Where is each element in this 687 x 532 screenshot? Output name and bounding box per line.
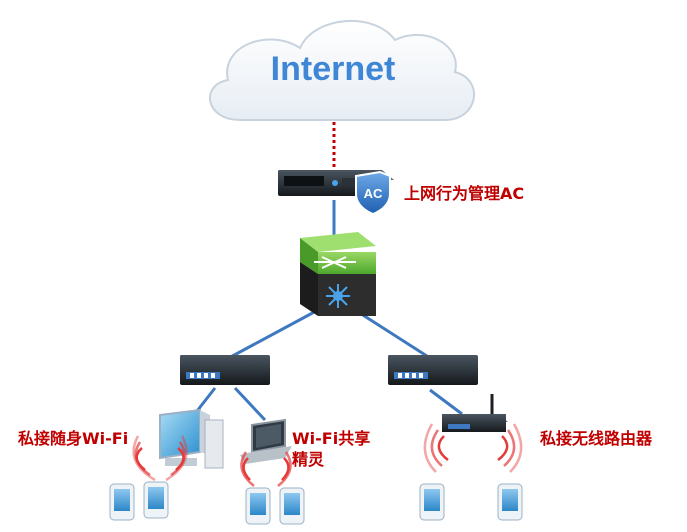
internet-label: Internet <box>271 50 396 88</box>
left-device-label: 私接随身Wi-Fi <box>18 429 129 448</box>
right-router-wireless-link <box>429 388 463 416</box>
phone-icon <box>497 483 523 521</box>
ac-appliance: AC <box>278 170 394 216</box>
wifi-signal-icon <box>423 423 523 473</box>
middle-device-label-line2: 精灵 <box>292 450 325 469</box>
middle-device-label-line1: Wi-Fi共享 <box>292 429 371 448</box>
phone-icon <box>419 483 445 521</box>
wireless-router-icon <box>442 394 508 432</box>
wifi-signal-icon <box>240 451 292 487</box>
ac-badge-text: AC <box>364 186 383 201</box>
desktop-pc-icon <box>159 408 224 469</box>
switch-left-router-link <box>224 308 319 362</box>
phone-icon <box>279 487 305 525</box>
wifi-waves <box>132 423 523 487</box>
left-router-laptop-link <box>233 386 267 422</box>
phone-icon <box>143 481 169 519</box>
core-switch <box>300 232 376 316</box>
switch-arrows-icon <box>314 256 356 269</box>
right-router <box>388 355 478 385</box>
internet-cloud: Internet <box>209 20 476 121</box>
ac-label: 上网行为管理AC <box>404 184 525 203</box>
switch-right-router-link <box>354 308 431 360</box>
left-router <box>180 355 270 385</box>
laptop-icon <box>240 418 292 464</box>
wifi-signal-icon <box>132 435 188 482</box>
phone-icon <box>109 483 135 521</box>
shield-icon: AC <box>355 170 391 216</box>
right-device-label: 私接无线路由器 <box>540 429 653 448</box>
mobile-devices <box>109 481 523 525</box>
phone-icon <box>245 487 271 525</box>
